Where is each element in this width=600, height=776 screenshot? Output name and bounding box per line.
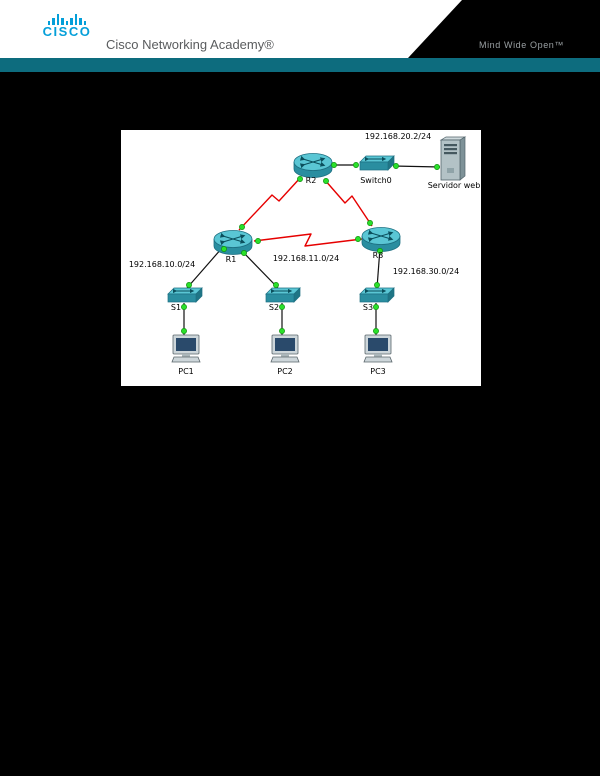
serial-link-r2-r3	[323, 178, 373, 227]
link-r1-s1	[186, 247, 223, 289]
switch-icon-s3	[360, 288, 394, 302]
pc-icon-pc3	[363, 334, 393, 363]
pc-icon-pc1	[171, 334, 201, 363]
port-status-dots	[181, 162, 440, 334]
header-white-band	[0, 0, 462, 58]
server-icon	[439, 136, 467, 181]
router-icon-r3	[362, 228, 400, 252]
device-label-r1: R1	[225, 255, 237, 264]
link-r1-s2	[241, 250, 279, 289]
device-label-server: Servidor web	[427, 181, 481, 190]
router-icon-r2	[294, 154, 332, 178]
cisco-logo: CISCO	[38, 13, 96, 40]
switch-icon-switch0	[360, 156, 394, 170]
device-label-r3: R3	[372, 251, 384, 260]
link-r3-s3	[376, 247, 381, 289]
device-label-pc2: PC2	[277, 367, 293, 376]
device-label-s2: S2	[268, 303, 280, 312]
teal-divider-bar	[0, 58, 600, 72]
topology-drawing	[121, 136, 467, 363]
pc-icon-pc2	[270, 334, 300, 363]
subnet-label-20: 192.168.20.2/24	[364, 132, 432, 141]
device-label-r2: R2	[305, 176, 317, 185]
device-label-pc1: PC1	[178, 367, 194, 376]
subnet-label-10: 192.168.10.0/24	[128, 260, 196, 269]
tagline-text: Mind Wide Open™	[478, 40, 564, 50]
serial-links	[238, 176, 373, 247]
subnet-label-30: 192.168.30.0/24	[392, 267, 460, 276]
ethernet-links	[183, 164, 441, 335]
device-label-switch0: Switch0	[360, 176, 392, 185]
link-switch0-server	[392, 165, 441, 168]
subnet-label-11: 192.168.11.0/24	[272, 254, 340, 263]
device-label-s3: S3	[362, 303, 374, 312]
academy-title: Cisco Networking Academy®	[106, 37, 274, 52]
device-label-pc3: PC3	[370, 367, 386, 376]
cisco-logo-text: CISCO	[42, 24, 92, 39]
router-icon-r1	[214, 231, 252, 255]
serial-link-r2-r1	[238, 176, 302, 231]
network-topology-panel: 192.168.20.2/24 R2 Switch0 Servidor web …	[121, 130, 481, 386]
header: CISCO Cisco Networking Academy® Mind Wid…	[0, 0, 600, 58]
switch-icon-s2	[266, 288, 300, 302]
cisco-logo-bars-icon	[38, 13, 96, 25]
serial-link-r1-r3	[253, 233, 363, 247]
device-label-s1: S1	[170, 303, 182, 312]
switch-icon-s1	[168, 288, 202, 302]
